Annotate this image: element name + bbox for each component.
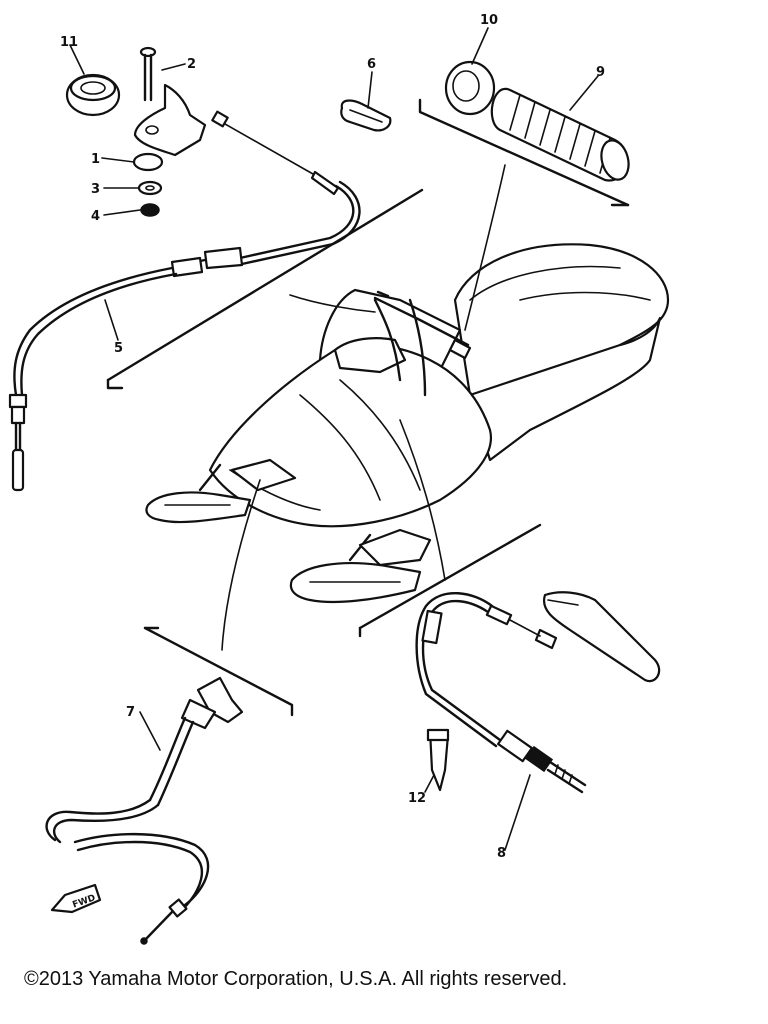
callout-labels: 11 2 1 3 4 5 6 9 10 7 8 12 [60,13,605,861]
callout-12: 12 [408,791,426,806]
callout-7: 7 [126,705,135,720]
forward-direction-arrow: FWD [50,883,102,914]
part-8-brake-cable [415,591,661,794]
part-10-grip-ring [444,60,496,116]
snowmobile-illustration [145,243,670,604]
part-9-handlebar-grip [490,87,630,182]
part-2-bolt [139,46,157,102]
part-7-choke-cable [45,676,244,945]
callout-1: 1 [91,152,100,167]
part-5-throttle-cable [8,110,361,492]
callout-9: 9 [596,65,605,80]
callout-8: 8 [497,846,506,861]
part-4-nut [140,203,160,217]
group-divider-lines [106,98,630,717]
callout-6: 6 [367,57,376,72]
callout-4: 4 [91,209,100,224]
callout-10: 10 [480,13,498,28]
callout-5: 5 [114,341,123,356]
callout-leaders [69,27,599,851]
parts-diagram: FWD 11 2 1 3 4 5 6 9 10 7 8 12 [8,13,670,945]
callout-3: 3 [91,182,100,197]
part-11-ring [65,73,121,117]
part-6-clip [340,99,392,132]
callout-11: 11 [60,35,78,50]
part-3-washer [137,180,163,196]
callout-2: 2 [187,57,196,72]
copyright-notice: ©2013 Yamaha Motor Corporation, U.S.A. A… [24,968,568,990]
